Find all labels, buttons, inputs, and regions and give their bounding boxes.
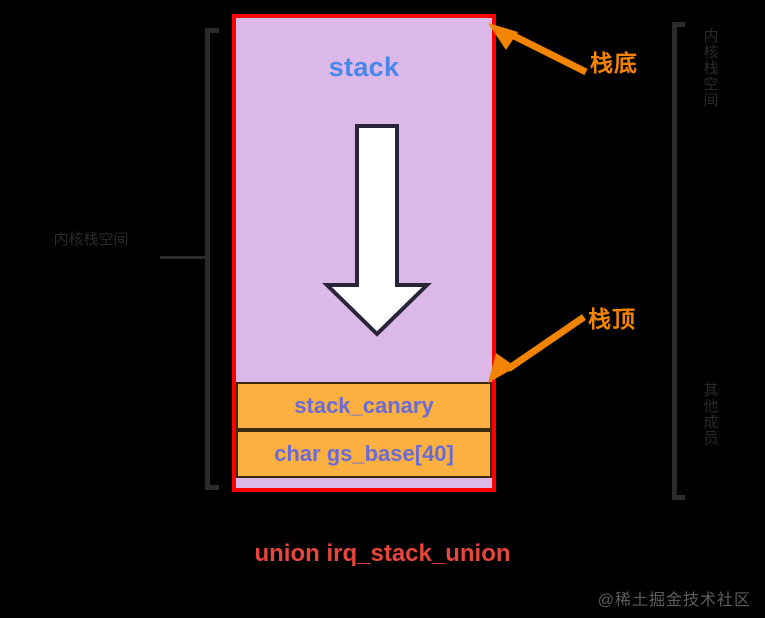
field-row: char gs_base[40] — [236, 430, 492, 478]
left-bracket — [205, 28, 219, 490]
stack-region-label: stack — [328, 52, 400, 82]
callout-label-stack-bottom: 栈底 — [590, 50, 638, 76]
left-leader-line — [160, 256, 208, 259]
field-row: stack_canary — [236, 382, 492, 430]
right-annotation-top-label: 内核栈空间 — [701, 28, 719, 108]
callout-label-stack-top: 栈顶 — [588, 306, 636, 332]
field-label: char gs_base[40] — [274, 441, 454, 466]
field-label: stack_canary — [294, 393, 434, 418]
right-bracket — [672, 22, 685, 500]
callout-arrow-top-icon — [488, 23, 588, 76]
diagram-caption: union irq_stack_union — [254, 540, 511, 567]
left-annotation-label: 内核栈空间 — [53, 231, 129, 248]
callout-arrow-bottom-icon — [488, 314, 586, 383]
down-arrow-icon — [322, 124, 432, 337]
right-annotation-bottom-label: 其他成员 — [701, 382, 719, 446]
watermark: @稀土掘金技术社区 — [597, 592, 751, 609]
